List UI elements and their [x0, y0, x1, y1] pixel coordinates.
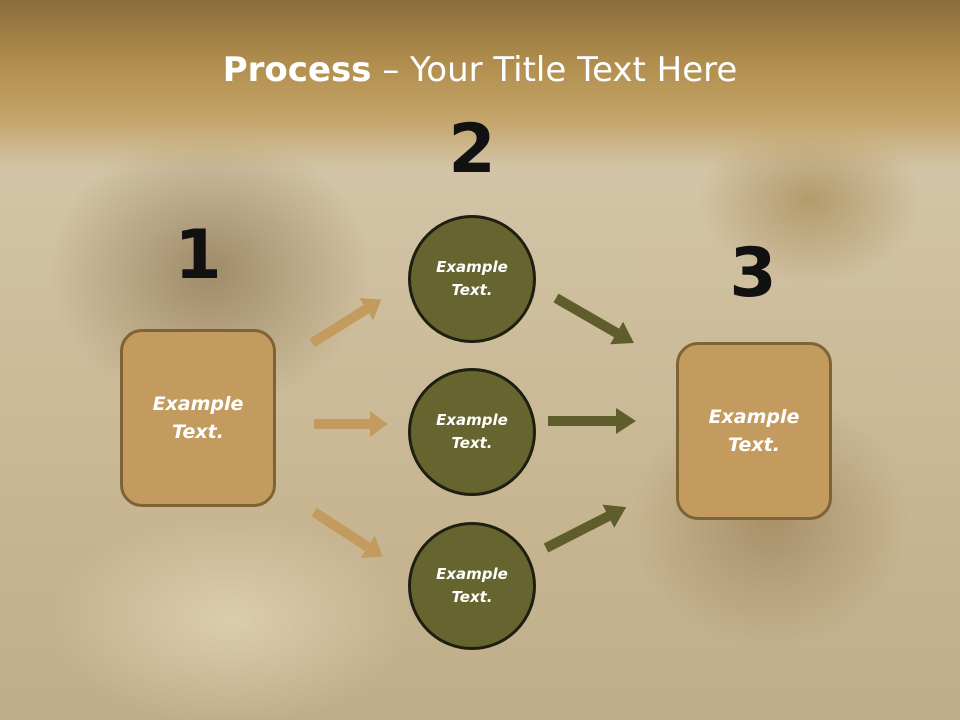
circle-middle[interactable]: Example Text.	[408, 368, 536, 496]
circle-top-text: Example Text.	[428, 256, 516, 303]
circle-middle-line2: Text.	[451, 434, 493, 452]
title-rest: – Your Title Text Here	[371, 50, 738, 90]
step-number-1: 1	[174, 216, 222, 295]
left-box-line2: Text.	[172, 421, 224, 443]
left-box[interactable]: Example Text.	[120, 329, 276, 507]
right-box[interactable]: Example Text.	[676, 342, 832, 520]
step-number-2: 2	[448, 110, 496, 189]
title-bold: Process	[222, 50, 372, 90]
circle-bottom-text: Example Text.	[428, 563, 516, 610]
right-box-line2: Text.	[728, 434, 780, 456]
circle-top[interactable]: Example Text.	[408, 215, 536, 343]
circle-bottom-line2: Text.	[451, 588, 493, 606]
circle-middle-text: Example Text.	[428, 409, 516, 456]
arrow-middle-to-right	[548, 408, 636, 434]
circle-bottom-line1: Example	[436, 564, 508, 583]
right-box-text: Example Text.	[701, 403, 808, 460]
circle-top-line2: Text.	[451, 281, 493, 299]
arrow-bottom-to-right	[543, 504, 627, 553]
circle-top-line1: Example	[436, 257, 508, 276]
slide-title: Process – Your Title Text Here	[0, 50, 960, 90]
circle-bottom[interactable]: Example Text.	[408, 522, 536, 650]
arrow-left-to-top	[309, 298, 382, 348]
step-number-3: 3	[729, 234, 777, 313]
arrow-top-to-right	[553, 293, 634, 345]
left-box-text: Example Text.	[145, 390, 252, 447]
arrow-left-to-middle	[314, 411, 388, 437]
arrow-left-to-bottom	[311, 507, 383, 558]
circle-middle-line1: Example	[436, 410, 508, 429]
right-box-line1: Example	[708, 405, 800, 428]
left-box-line1: Example	[152, 392, 244, 415]
title-band	[0, 0, 960, 170]
